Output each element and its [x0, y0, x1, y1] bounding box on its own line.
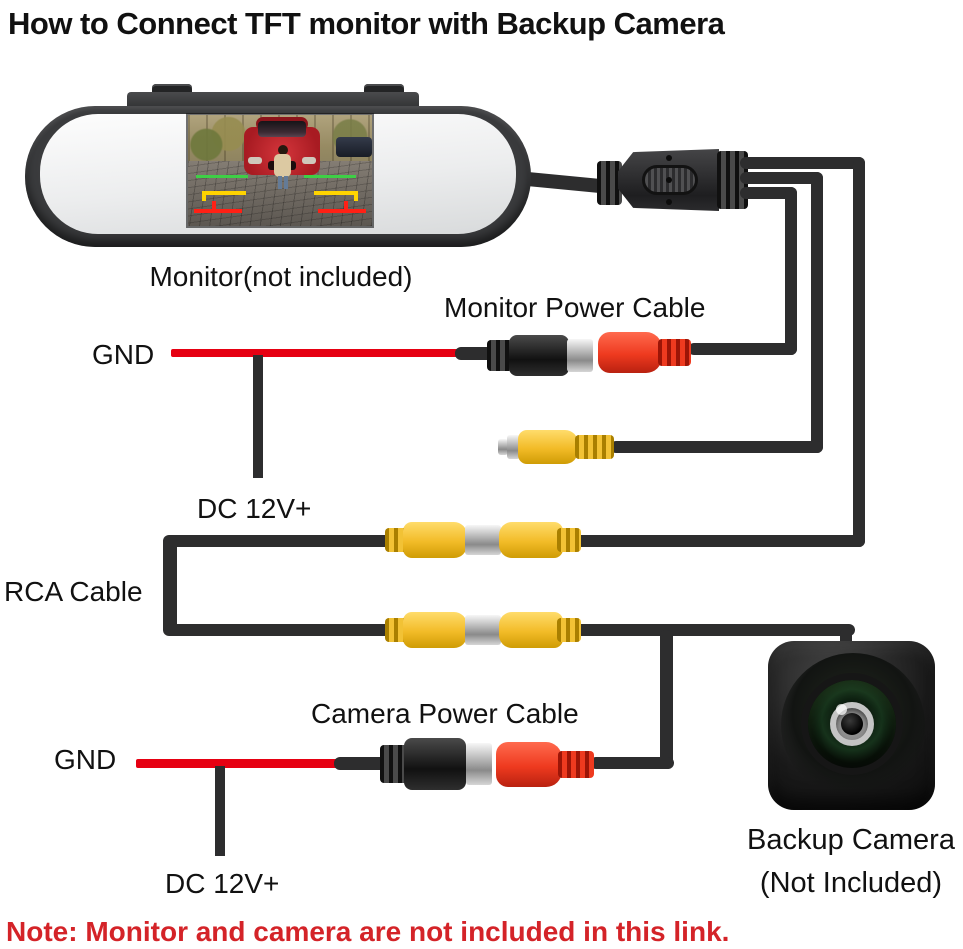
plug-metal-ring	[567, 339, 593, 372]
cable-branch-av-in	[740, 172, 823, 184]
coupler-ring	[465, 525, 501, 555]
splitter-screw	[666, 155, 672, 161]
camera-lens-glint	[836, 704, 847, 715]
camera-power-cable-label: Camera Power Cable	[311, 698, 579, 729]
splitter-strain-relief	[597, 161, 622, 205]
splitter-screw	[666, 177, 672, 183]
rca-cable-label: RCA Cable	[4, 576, 143, 607]
coupler-body	[499, 612, 563, 648]
note-text: Note: Monitor and camera are not include…	[6, 916, 730, 947]
power-lead	[334, 757, 386, 770]
dc-jack-red-monitor	[598, 332, 691, 373]
rca-cable-left-bend	[163, 535, 177, 636]
cable-branch-power	[688, 343, 797, 355]
gnd-wire-red	[136, 759, 338, 768]
guide-line-red	[212, 201, 216, 213]
coupler-ring	[465, 615, 501, 645]
child-coat	[274, 154, 291, 177]
page-title: How to Connect TFT monitor with Backup C…	[8, 6, 725, 41]
backup-camera-label: Backup Camera	[747, 824, 955, 856]
plug-body	[509, 335, 569, 376]
guide-line-yellow	[314, 191, 358, 195]
coupler-ribs	[557, 528, 581, 552]
rca-coupler-top	[385, 522, 581, 558]
cable-branch-power	[740, 187, 797, 199]
gnd-label-bottom: GND	[54, 744, 117, 775]
scene-child	[274, 145, 292, 191]
splitter-screw	[666, 199, 672, 205]
guide-line-red	[194, 209, 242, 213]
child-head	[278, 145, 288, 155]
guide-line-red	[344, 201, 348, 213]
jack-ribs	[658, 339, 691, 366]
guide-line-red	[318, 209, 366, 213]
coupler-body	[403, 522, 467, 558]
splitter-connector	[618, 149, 719, 211]
coupler-body	[499, 522, 563, 558]
guide-line-yellow	[354, 191, 358, 201]
monitor-label: Monitor(not included)	[149, 261, 413, 292]
suv-headlight-left	[248, 157, 262, 164]
plug-metal-ring	[466, 743, 492, 785]
plug-body	[404, 738, 466, 790]
rca-ribs	[575, 435, 614, 459]
cable-branch-av-in	[811, 172, 823, 453]
jack-ribs	[558, 751, 594, 778]
guide-line-yellow	[202, 191, 246, 195]
cable-branch-power	[785, 187, 797, 355]
dc-plug-black-camera	[380, 738, 492, 790]
child-leg	[284, 176, 288, 189]
power-lead	[455, 347, 493, 360]
scene-parked-car	[336, 137, 372, 157]
rca-tip	[498, 439, 508, 455]
cable-branch-video	[740, 157, 865, 169]
power-lead	[590, 757, 674, 769]
guide-line-green	[196, 175, 248, 178]
camera-power-branch	[660, 630, 673, 769]
dc12v-wire	[215, 766, 225, 856]
suv-windshield	[258, 121, 306, 137]
rca-plug-yellow-monitor	[498, 430, 614, 464]
rca-collar	[507, 435, 520, 459]
coupler-body	[403, 612, 467, 648]
rca-body	[518, 430, 578, 464]
dc12v-label-bottom: DC 12V+	[165, 868, 280, 899]
rca-coupler-bottom	[385, 612, 581, 648]
dc12v-label-top: DC 12V+	[197, 493, 312, 524]
dc-plug-black-monitor	[487, 335, 593, 376]
plug-ribs	[487, 340, 513, 371]
gnd-wire-red	[171, 349, 458, 357]
plug-ribs	[380, 745, 408, 783]
camera-lens-ring	[830, 702, 874, 746]
jack-body	[598, 332, 662, 373]
dc-jack-red-camera	[496, 742, 594, 787]
monitor-power-cable-label: Monitor Power Cable	[444, 292, 706, 323]
child-leg	[278, 176, 282, 189]
guide-line-green	[304, 175, 356, 178]
guide-line-yellow	[202, 191, 206, 201]
cable-branch-video	[853, 157, 865, 547]
backup-camera-sublabel: (Not Included)	[759, 867, 943, 899]
suv-headlight-right	[302, 157, 316, 164]
dc12v-wire	[253, 355, 263, 478]
coupler-ribs	[557, 618, 581, 642]
camera-lens-pupil	[841, 713, 863, 735]
jack-body	[496, 742, 562, 787]
gnd-label-top: GND	[92, 339, 155, 370]
cable-branch-av-in	[610, 441, 823, 453]
mirror-screen	[188, 115, 372, 226]
